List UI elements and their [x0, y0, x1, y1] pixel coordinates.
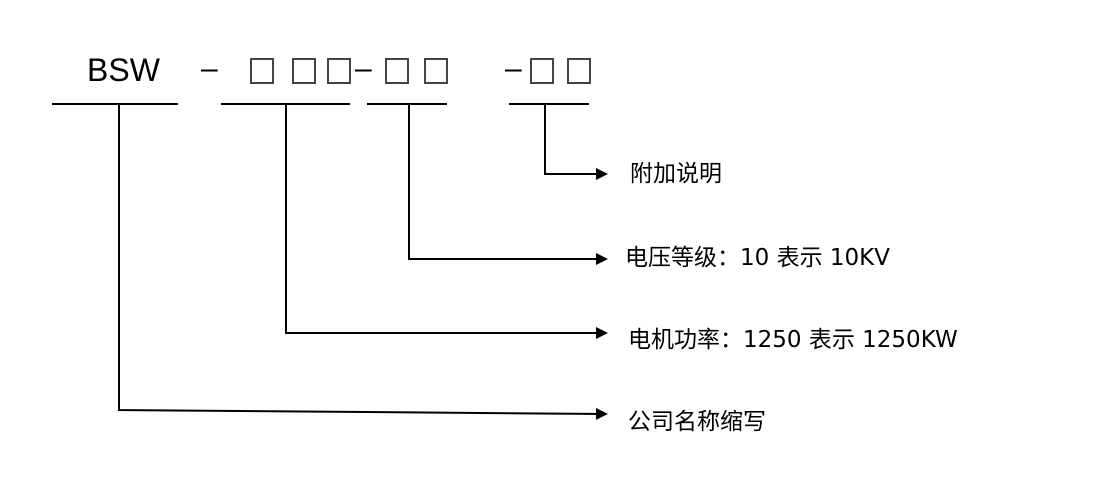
power-digit-box — [292, 58, 316, 84]
voltage-digit-box — [385, 58, 409, 84]
code-prefix: BSW — [87, 52, 160, 88]
additional-digit-box — [530, 58, 554, 84]
arrow-additional — [544, 104, 608, 180]
label-power: 电机功率：1250 表示 1250KW — [628, 327, 958, 353]
label-voltage: 电压等级：10 表示 10KV — [625, 245, 890, 271]
arrow-power — [285, 104, 608, 339]
power-digit-box — [250, 58, 274, 84]
separator-2: – — [355, 52, 372, 85]
separator-3: – — [505, 52, 522, 85]
separator-1: – — [201, 52, 218, 85]
additional-digit-box — [567, 58, 591, 84]
label-company: 公司名称缩写 — [628, 409, 766, 435]
arrow-voltage — [408, 104, 608, 265]
label-additional: 附加说明 — [630, 161, 722, 187]
arrow-company — [118, 104, 608, 420]
voltage-digit-box — [424, 58, 448, 84]
power-digit-box — [327, 58, 351, 84]
